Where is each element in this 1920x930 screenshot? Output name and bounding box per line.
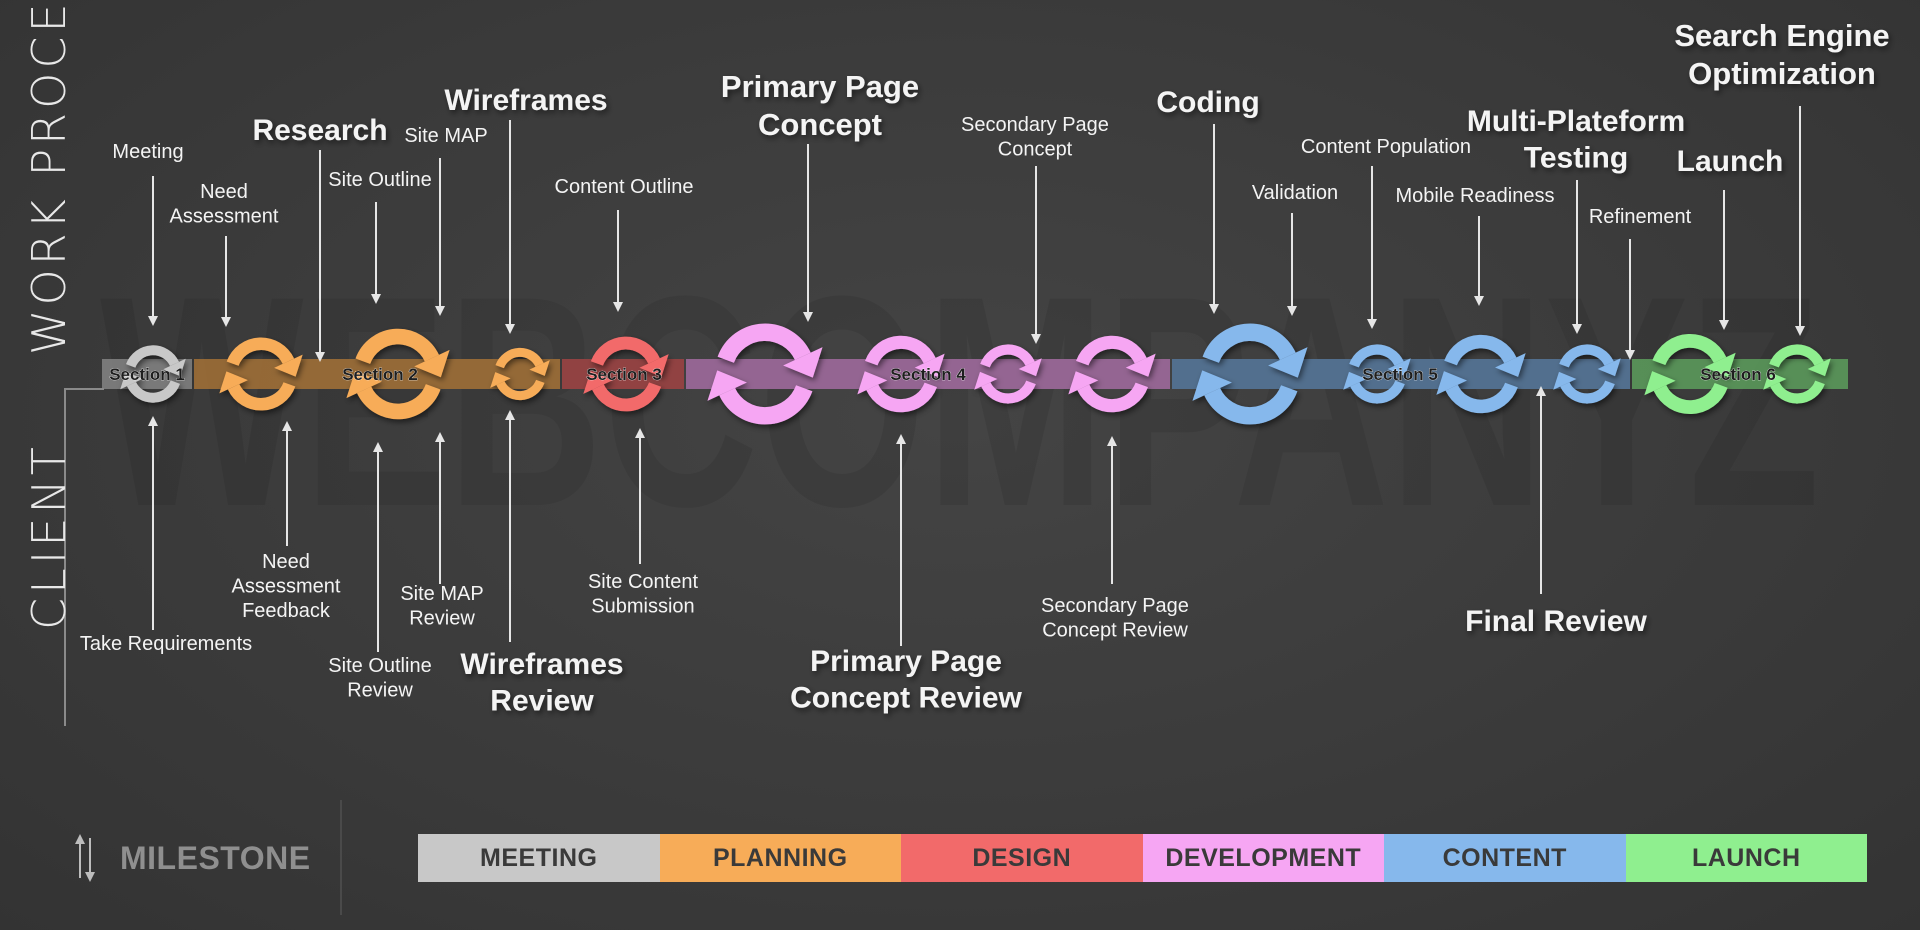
cycle-arrows-icon [346,328,450,420]
legend-item-planning: PLANNING [659,834,901,882]
work-step-label-1: Meeting [112,141,183,163]
work-step-label-6: Wireframes [444,84,607,117]
work-step-label-16: Launch [1677,145,1784,178]
client-side-label: CLIENT [22,443,76,630]
cycle-arrows-icon [1763,344,1831,404]
cycle-arrows-icon [490,347,550,401]
client-step-label-9: Final Review [1465,605,1647,638]
work-step-label-13: Mobile Readiness [1396,185,1555,207]
cycle-arrows-icon [1644,333,1736,415]
phase-legend: MEETING PLANNING DESIGN DEVELOPMENT CONT… [418,834,1867,882]
legend-item-launch: LAUNCH [1625,834,1867,882]
work-step-label-3: Research [252,114,387,147]
cycle-icons [120,323,1831,425]
cycle-arrows-icon [707,323,823,425]
section-label-3: Section 3 [586,365,662,384]
work-step-label-12: Content Population [1301,136,1471,158]
work-step-label-7: Content Outline [555,176,694,198]
cycle-arrows-icon [1553,344,1621,404]
footer-divider [340,800,342,915]
cycle-arrows-icon [974,344,1042,404]
axis-divider-horizontal [64,388,104,390]
work-step-label-4: Site Outline [328,169,431,191]
legend-item-development: DEVELOPMENT [1142,834,1384,882]
work-step-label-10: Coding [1156,86,1259,119]
section-label-2: Section 2 [342,365,418,384]
section-label-5: Section 5 [1362,365,1438,384]
milestone-arrows-icon [75,834,95,882]
section-label-6: Section 6 [1700,365,1776,384]
work-process-side-label: WORK PROCESS [22,0,76,355]
cycle-arrows-icon [857,335,945,413]
work-step-label-5: Site MAP [404,125,487,147]
legend-item-design: DESIGN [901,834,1143,882]
work-step-label-15: Refinement [1589,206,1692,228]
section-label-4: Section 4 [890,365,966,384]
cycle-arrows-icon [1343,344,1411,404]
axis-divider-vertical [64,390,66,726]
cycle-arrows-icon [1068,335,1156,413]
milestone-key-label: MILESTONE [120,839,311,876]
work-step-label-11: Validation [1252,182,1338,204]
section-labels: Section 1 Section 2 Section 3 Section 4 Sect… [109,365,1776,385]
legend-item-meeting: MEETING [418,834,660,882]
legend-item-content: CONTENT [1384,834,1626,882]
cycle-arrows-icon [583,336,669,412]
client-step-label-1: Take Requirements [80,633,252,655]
cycle-arrows-icon [1192,323,1308,425]
milestone-key: MILESTONE [72,832,311,884]
cycle-arrows-icon [120,345,186,403]
cycle-arrows-icon [219,337,303,411]
section-label-1: Section 1 [109,365,185,384]
watermark-text: WEBCOMPANYZ [100,233,1820,569]
cycle-arrows-icon [1436,334,1526,414]
